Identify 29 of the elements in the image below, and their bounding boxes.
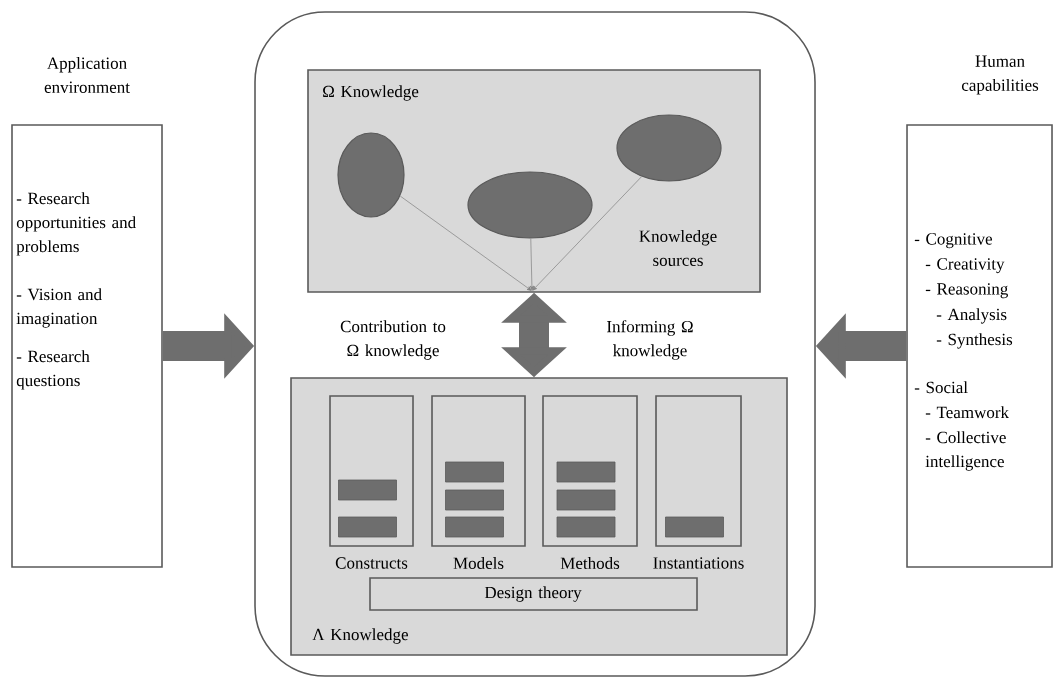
- column-label: Instantiations: [653, 557, 744, 569]
- connector-line: [529, 238, 534, 291]
- connector-line: [532, 176, 642, 291]
- region-label: Knowledge sources: [639, 230, 717, 266]
- arrow-label: Contribution to Ω knowledge: [340, 320, 446, 360]
- ellipse-shape: [616, 114, 722, 182]
- column-label: Models: [453, 557, 504, 569]
- bullet-item: - Research questions: [16, 350, 90, 390]
- arrow-label: Informing Ω knowledge: [607, 320, 693, 360]
- box-label: Design theory: [484, 586, 582, 602]
- panel-heading: Human capabilities: [961, 55, 1039, 95]
- box-title: Ω Knowledge: [323, 85, 419, 101]
- ellipse-shape: [467, 171, 593, 239]
- bullet-item: - Cognitive: [914, 233, 992, 249]
- bullet-item: - Vision and imagination: [16, 288, 102, 328]
- panel-heading: Application environment: [44, 57, 130, 93]
- bullet-item: - Creativity: [925, 258, 1005, 274]
- bullet-item: - Reasoning: [925, 283, 1008, 299]
- box-title: Λ Knowledge: [312, 628, 408, 644]
- connector-line: [399, 195, 532, 291]
- bullet-item: - Teamwork: [925, 406, 1009, 419]
- column-label: Constructs: [335, 557, 408, 569]
- column-label: Methods: [560, 557, 620, 569]
- bullet-item: - Analysis: [936, 308, 1007, 324]
- bullet-item: - Social: [914, 381, 968, 394]
- bullet-item: - Synthesis: [936, 333, 1013, 349]
- bullet-item: - Collective intelligence: [925, 431, 1006, 471]
- ellipse-shape: [337, 132, 405, 218]
- bullet-item: - Research opportunities and problems: [16, 192, 136, 256]
